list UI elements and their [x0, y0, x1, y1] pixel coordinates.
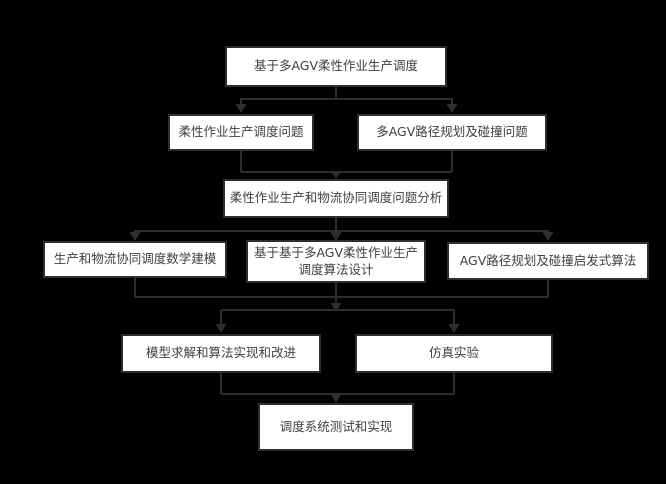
arrowhead	[330, 171, 342, 179]
arrowhead	[330, 303, 342, 312]
arrowhead	[215, 324, 227, 333]
arrowhead	[542, 232, 554, 241]
node-system-testing: 调度系统测试和实现	[258, 403, 414, 451]
node-model-solving: 模型求解和算法实现和改进	[121, 334, 321, 373]
node-coordination-analysis: 柔性作业生产和物流协同调度问题分析	[223, 179, 449, 218]
node-root: 基于多AGV柔性作业生产调度	[225, 46, 447, 87]
arrowhead	[235, 104, 247, 113]
node-algorithm-design-line2: 调度算法设计	[298, 261, 374, 277]
node-math-modeling: 生产和物流协同调度数学建模	[43, 241, 227, 278]
arrowhead	[448, 324, 460, 333]
node-algorithm-design: 基于基于多AGV柔性作业生产 调度算法设计	[246, 240, 426, 283]
arrowhead	[330, 232, 342, 241]
connector-row4-to-row5	[134, 278, 549, 333]
arrowhead	[129, 232, 141, 241]
connector-row5-to-testing	[220, 373, 455, 403]
connector-analysis-to-row4	[129, 218, 554, 241]
node-flexible-scheduling-problem: 柔性作业生产调度问题	[168, 114, 314, 151]
node-agv-path-collision-problem: 多AGV路径规划及碰撞问题	[357, 114, 547, 151]
connector-root-to-row2	[235, 87, 458, 113]
arrowhead	[446, 104, 458, 113]
arrowhead	[330, 394, 342, 403]
node-heuristic-algorithm: AGV路径规划及碰撞启发式算法	[447, 242, 649, 280]
connector-row2-to-analysis	[240, 151, 453, 179]
node-simulation: 仿真实验	[355, 334, 553, 373]
node-algorithm-design-line1: 基于基于多AGV柔性作业生产	[253, 244, 419, 260]
